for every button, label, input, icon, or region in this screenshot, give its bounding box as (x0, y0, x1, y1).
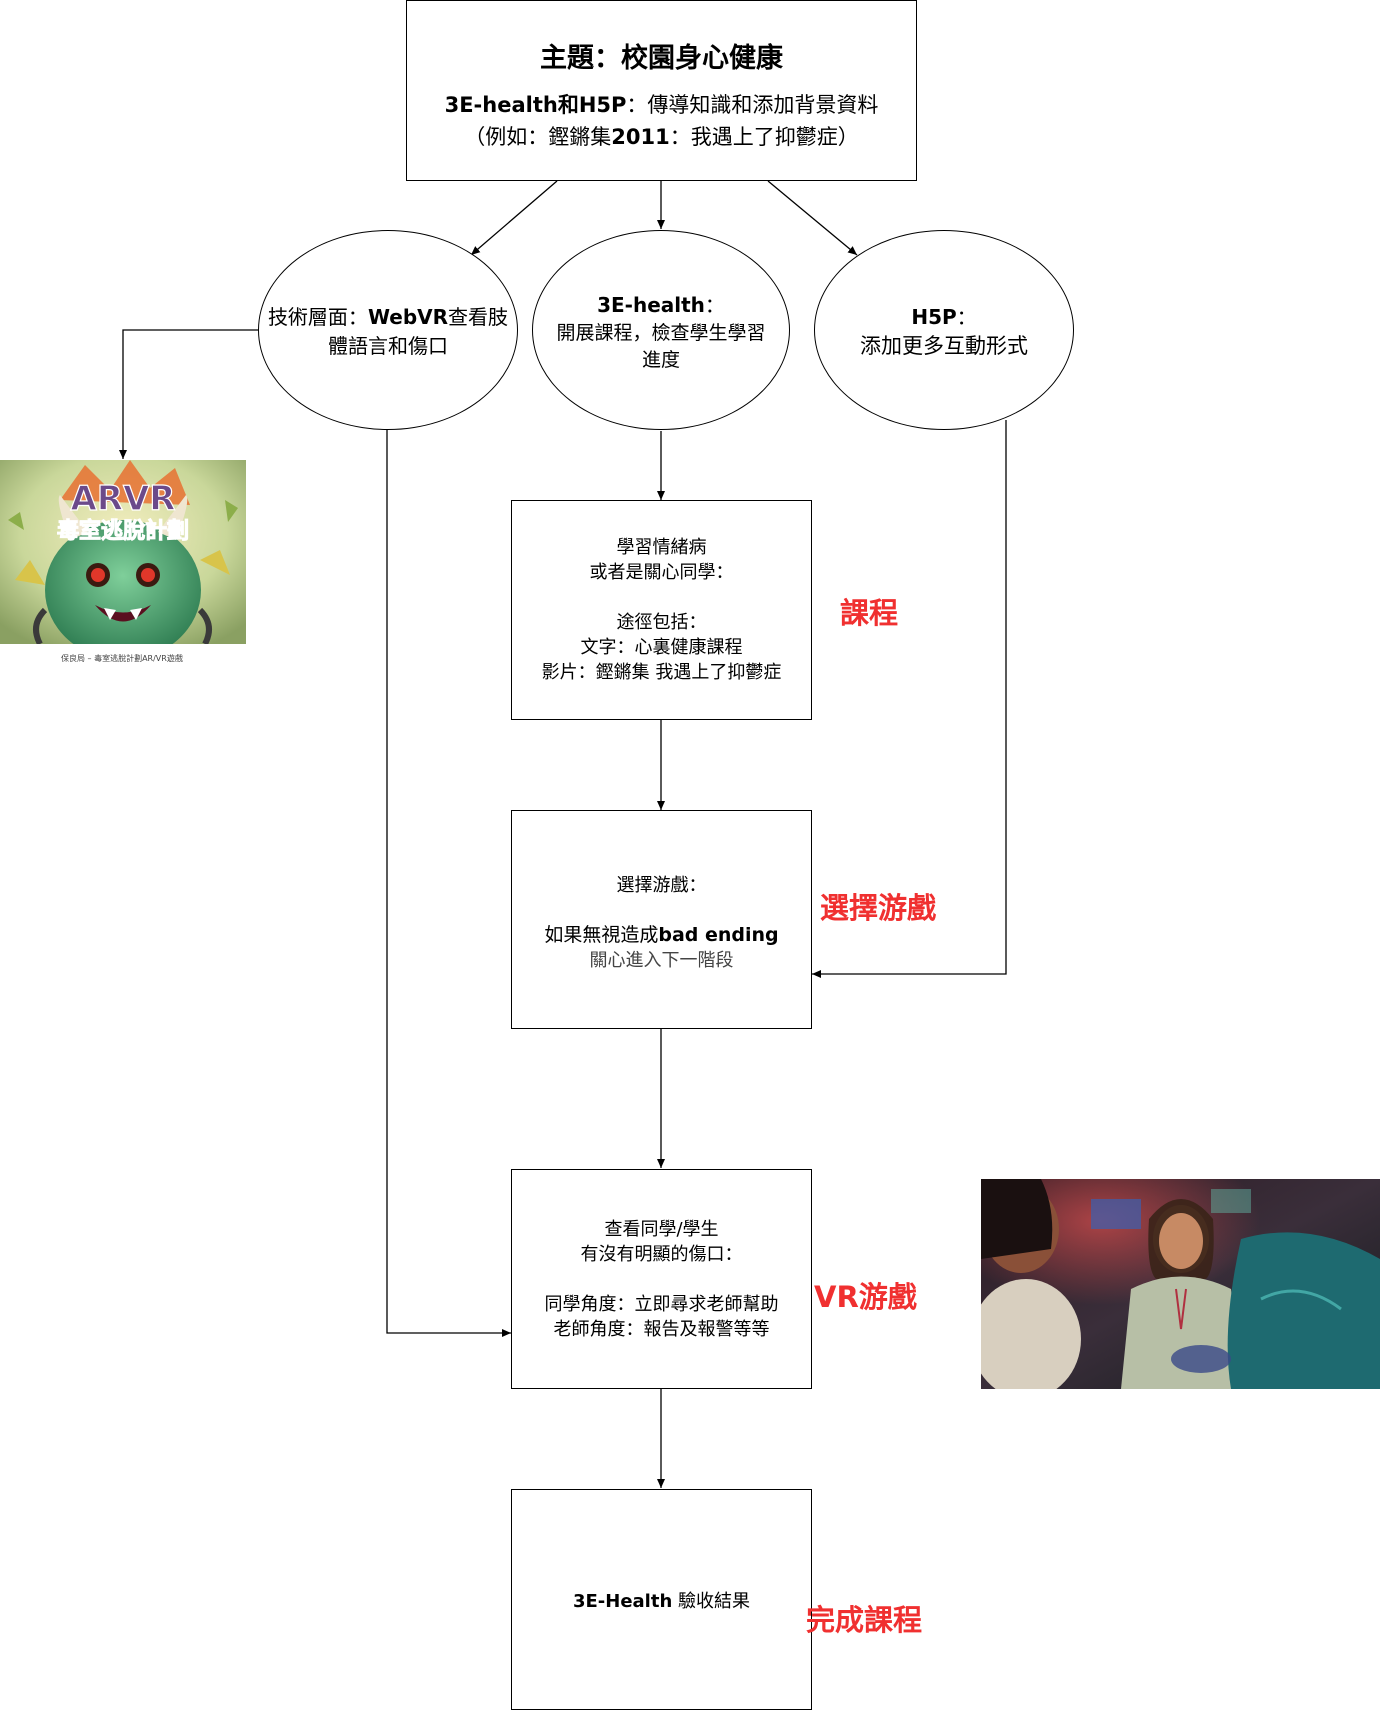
arvr-caption: 保良局 – 毒室逃脫計劃AR/VR遊戲 (61, 654, 183, 663)
arrow-top-to-h5p (767, 180, 858, 256)
learn-line-1: 學習情緒病 (616, 537, 707, 558)
health-ellipse: 3E-health： 開展課程，檢查學生學習 進度 (532, 230, 790, 430)
result-text: 3E-Health 驗收結果 (572, 1590, 751, 1612)
vr-line-4: 同學角度：立即尋求老師幫助 (544, 1293, 779, 1315)
topic-line-2: （例如：鏗鏘集2011：我遇上了抑鬱症） (464, 125, 859, 149)
topic-line-1: 3E-health和H5P：傳導知識和添加背景資料 (444, 93, 879, 117)
arrow-tech-to-vr (386, 430, 511, 1337)
vr-line-2: 有沒有明顯的傷口： (580, 1243, 743, 1265)
health-line-2: 開展課程，檢查學生學習 (556, 321, 766, 344)
arrow-top-to-tech (470, 180, 558, 256)
health-line-3: 進度 (641, 348, 680, 371)
choose-line-4: 關心進入下一階段 (589, 949, 734, 971)
learn-line-6: 影片：鏗鏘集 我遇上了抑鬱症 (541, 662, 782, 683)
learn-line-2: 或者是關心同學： (589, 562, 734, 583)
vr-box: 查看同學/學生 有沒有明顯的傷口： 同學角度：立即尋求老師幫助 老師角度：報告及… (511, 1169, 812, 1389)
h5p-ellipse: H5P： 添加更多互動形式 (814, 230, 1074, 430)
health-line-1: 3E-health： (597, 292, 725, 317)
arrow-h5p-to-choose (812, 420, 1007, 978)
learn-box: 學習情緒病 或者是關心同學： 途徑包括： 文字：心裏健康課程 影片：鏗鏘集 我遇… (511, 500, 812, 720)
tech-line-1: 技術層面：WebVR查看肢 (267, 305, 509, 329)
label-course: 課程 (840, 596, 899, 630)
h5p-line-2: 添加更多互動形式 (860, 333, 1028, 358)
tech-line-2: 體語言和傷口 (328, 334, 448, 358)
result-box: 3E-Health 驗收結果 (511, 1489, 812, 1710)
choose-line-1: 選擇游戲： (616, 874, 707, 896)
label-finish: 完成課程 (806, 1603, 923, 1637)
arvr-game-image: ARVR 毒室逃脫計劃 (0, 460, 246, 644)
arrow-tech-to-arvr-image (119, 329, 258, 459)
h5p-line-1: H5P： (911, 304, 977, 329)
learn-line-4: 途徑包括： (616, 612, 707, 633)
choose-line-3: 如果無視造成bad ending (544, 923, 779, 946)
tech-ellipse: 技術層面：WebVR查看肢 體語言和傷口 (258, 230, 518, 430)
topic-title: 主題：校園身心健康 (540, 43, 783, 74)
vr-line-5: 老師角度：報告及報警等等 (553, 1318, 770, 1340)
choose-game-box: 選擇游戲： 如果無視造成bad ending 關心進入下一階段 (511, 810, 812, 1029)
vr-game-image (981, 1179, 1380, 1389)
label-vr-game: VR游戲 (814, 1280, 917, 1314)
learn-line-5: 文字：心裏健康課程 (580, 637, 743, 658)
arvr-subtitle-text: 毒室逃脫計劃 (57, 518, 189, 544)
arvr-title-text: ARVR (71, 479, 176, 519)
topic-box: 主題：校園身心健康 3E-health和H5P：傳導知識和添加背景資料 （例如：… (406, 0, 917, 181)
label-choose-game: 選擇游戲 (820, 891, 937, 925)
vr-line-1: 查看同學/學生 (604, 1218, 719, 1240)
